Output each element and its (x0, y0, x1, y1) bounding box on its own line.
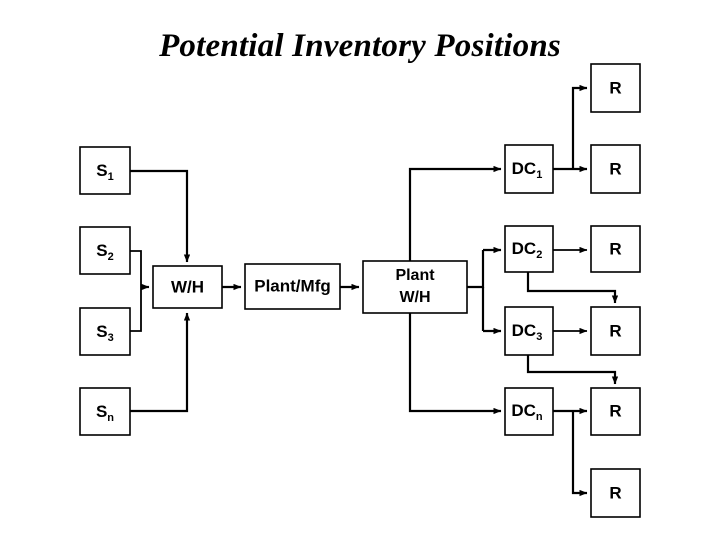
page-title: Potential Inventory Positions (159, 28, 561, 64)
node-supplier-sn[interactable]: Sn (79, 387, 131, 436)
connector-sn-to-wh (130, 312, 191, 413)
node-retailer-3[interactable]: R (590, 306, 641, 356)
node-label-dc2: DC2 (512, 239, 543, 260)
node-label-plant-warehouse-line1: Plant (395, 267, 435, 284)
node-label-s2: S2 (96, 241, 113, 262)
node-label-retailer-2: R (609, 239, 621, 258)
node-dc3[interactable]: DC3 (504, 306, 554, 356)
node-dcn[interactable]: DCn (504, 387, 554, 436)
connector-plant-wh-to-dcn (408, 313, 502, 415)
node-box-plant-warehouse (362, 260, 468, 314)
node-box-warehouse (152, 265, 223, 309)
node-box-dc2 (504, 225, 554, 273)
connector-layer (130, 84, 619, 497)
node-box-dc1 (504, 144, 554, 194)
connector-dcn-to-r-bottom (571, 411, 588, 497)
node-box-plant-mfg (244, 263, 341, 310)
node-box-dcn (504, 387, 554, 436)
node-box-retailer-bottom (590, 468, 641, 518)
node-box-retailer-3 (590, 306, 641, 356)
node-label-warehouse: W/H (171, 277, 204, 296)
node-retailer-4[interactable]: R (590, 387, 641, 436)
connector-dc3-to-r4 (526, 355, 619, 385)
node-label-retailer-3: R (609, 321, 621, 340)
node-label-retailer-4: R (609, 401, 621, 420)
node-label-retailer-top: R (609, 78, 621, 97)
node-label-retailer-1: R (609, 159, 621, 178)
node-box-dc3 (504, 306, 554, 356)
connector-s2-to-junction (130, 250, 142, 287)
node-retailer-1[interactable]: R (590, 144, 641, 194)
node-label-plant-mfg: Plant/Mfg (254, 276, 331, 295)
node-dc1[interactable]: DC1 (504, 144, 554, 194)
node-label-s1: S1 (96, 161, 113, 182)
connector-dc2-to-r3 (526, 272, 619, 304)
connector-s3-to-junction (130, 287, 142, 332)
node-label-s3: S3 (96, 322, 113, 343)
node-label-sn: Sn (96, 402, 114, 423)
node-label-dcn: DCn (511, 401, 543, 422)
node-label-dc3: DC3 (512, 321, 543, 342)
connector-plant-wh-split-rail (467, 250, 485, 289)
connector-s1-to-wh (130, 169, 191, 263)
node-supplier-s2[interactable]: S2 (79, 226, 131, 275)
node-plant-mfg[interactable]: Plant/Mfg (244, 263, 341, 310)
node-label-dc1: DC1 (512, 159, 543, 180)
node-label-retailer-bottom: R (609, 483, 621, 502)
node-box-sn (79, 387, 131, 436)
node-box-s2 (79, 226, 131, 275)
node-supplier-s1[interactable]: S1 (79, 146, 131, 195)
node-dc2[interactable]: DC2 (504, 225, 554, 273)
node-box-retailer-1 (590, 144, 641, 194)
node-box-s3 (79, 307, 131, 356)
connector-dc1-to-r-top (571, 84, 588, 169)
node-box-s1 (79, 146, 131, 195)
node-warehouse[interactable]: W/H (152, 265, 223, 309)
node-box-retailer-4 (590, 387, 641, 436)
connector-plant-wh-to-dc1 (408, 165, 502, 261)
node-supplier-s3[interactable]: S3 (79, 307, 131, 356)
node-box-retailer-top (590, 63, 641, 113)
node-retailer-top[interactable]: R (590, 63, 641, 113)
node-retailer-2[interactable]: R (590, 225, 641, 273)
node-label-plant-warehouse-line2: W/H (399, 289, 430, 306)
node-box-retailer-2 (590, 225, 641, 273)
node-plant-warehouse[interactable]: Plant W/H (362, 260, 468, 314)
node-retailer-bottom[interactable]: R (590, 468, 641, 518)
